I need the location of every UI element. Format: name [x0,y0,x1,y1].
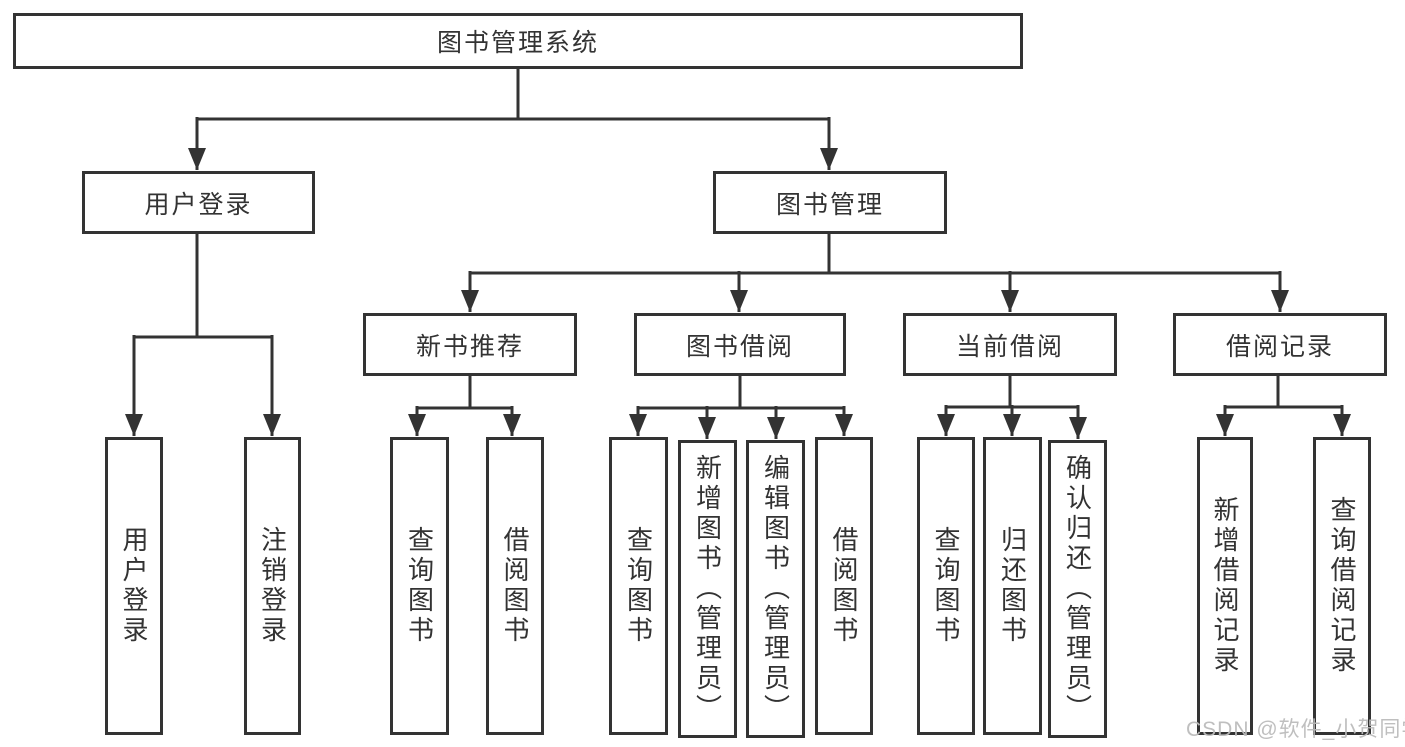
node-current-borrow: 当前借阅 [903,313,1117,376]
leaf-confirm-return-admin-label: 确认归还（管理员） [1062,454,1093,724]
leaf-query-books-recommend-label: 查询图书 [404,526,435,646]
leaf-return-books: 归还图书 [983,437,1042,735]
leaf-logout-label: 注销登录 [257,526,288,646]
node-new-book-recommend: 新书推荐 [363,313,577,376]
leaf-user-login: 用户登录 [105,437,163,735]
leaf-borrow-books: 借阅图书 [815,437,873,735]
leaf-query-books-borrow-label: 查询图书 [623,526,654,646]
node-user-login: 用户登录 [82,171,315,234]
leaf-add-borrow-record-label: 新增借阅记录 [1210,496,1240,676]
csdn-watermark: CSDN @软件_小贺同学 [1186,718,1405,741]
leaf-query-books-current: 查询图书 [917,437,975,735]
leaf-user-login-label: 用户登录 [119,526,149,646]
leaf-add-borrow-record: 新增借阅记录 [1197,437,1253,735]
leaf-confirm-return-admin: 确认归还（管理员） [1048,440,1107,738]
leaf-add-book-admin: 新增图书（管理员） [678,440,737,738]
leaf-logout: 注销登录 [244,437,301,735]
leaf-edit-book-admin: 编辑图书（管理员） [746,440,805,738]
leaf-query-books-recommend: 查询图书 [390,437,449,735]
leaf-borrow-books-recommend: 借阅图书 [486,437,544,735]
node-book-management: 图书管理 [713,171,947,234]
leaf-edit-book-admin-label: 编辑图书（管理员） [760,454,791,724]
node-book-borrow: 图书借阅 [634,313,846,376]
node-root-system: 图书管理系统 [13,13,1023,69]
leaf-add-book-admin-label: 新增图书（管理员） [692,454,723,724]
leaf-query-borrow-record: 查询借阅记录 [1313,437,1371,735]
leaf-query-books-borrow: 查询图书 [609,437,668,735]
leaf-query-books-current-label: 查询图书 [931,526,961,646]
leaf-borrow-books-label: 借阅图书 [829,526,859,646]
leaf-borrow-books-recommend-label: 借阅图书 [500,526,530,646]
leaf-query-borrow-record-label: 查询借阅记录 [1327,496,1357,676]
leaf-return-books-label: 归还图书 [997,526,1028,646]
node-borrow-records: 借阅记录 [1173,313,1387,376]
